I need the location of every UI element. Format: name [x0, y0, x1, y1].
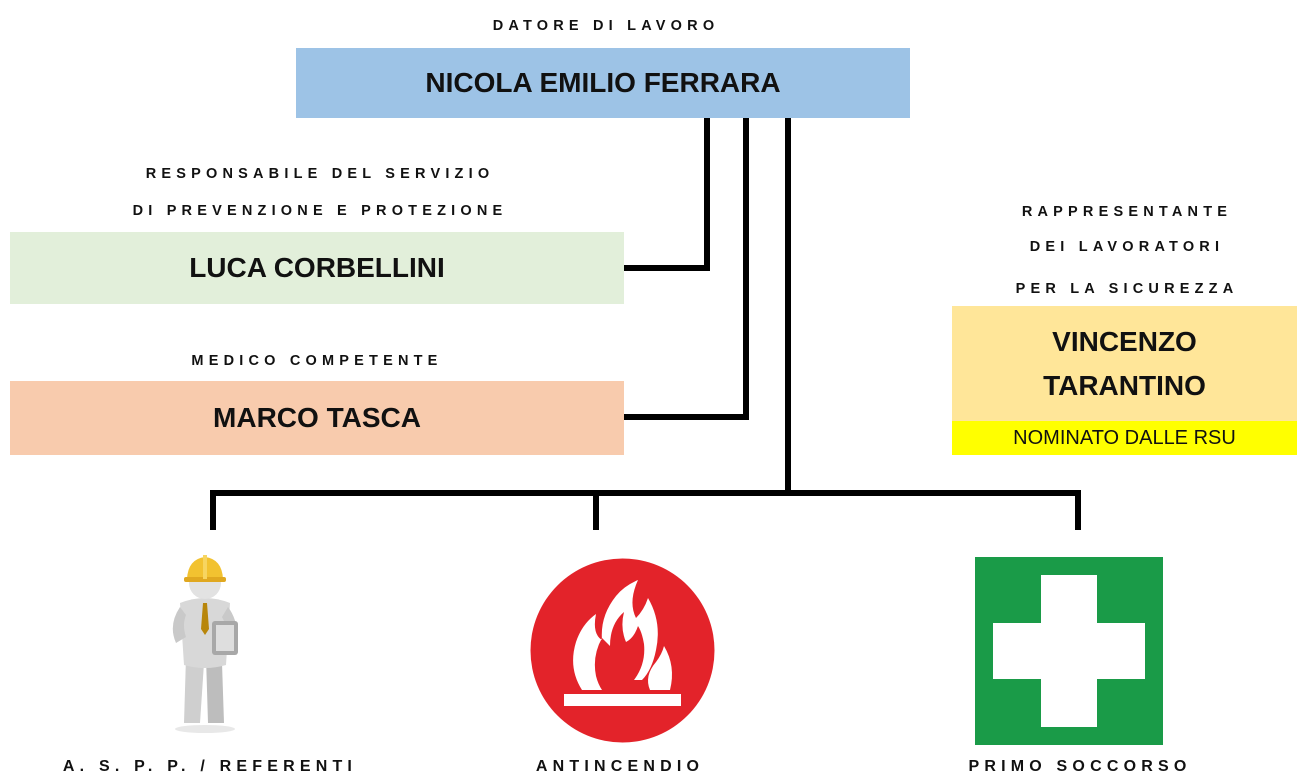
medico-box: MARCO TASCA [10, 381, 624, 455]
connector-branch-horizontal [210, 490, 1081, 496]
branch-label-antincendio: ANTINCENDIO [535, 758, 705, 775]
rls-name-line2: TARANTINO [1043, 369, 1206, 401]
rls-note-text: NOMINATO DALLE RSU [1013, 426, 1236, 449]
rls-label-line1: RAPPRESENTANTE [1021, 204, 1233, 220]
connector-branch-antincendio [593, 490, 599, 530]
rspp-label-line2: DI PREVENZIONE E PROTEZIONE [132, 203, 508, 219]
branch-label-primo-soccorso: PRIMO SOCCORSO [968, 758, 1192, 775]
rspp-box: LUCA CORBELLINI [10, 232, 624, 304]
rls-label-line2: DEI LAVORATORI [1029, 239, 1225, 255]
medico-name: MARCO TASCA [213, 402, 421, 433]
medico-label: MEDICO COMPETENTE [191, 353, 443, 369]
connector-rspp-horizontal [624, 265, 710, 271]
connector-rspp-vertical [704, 118, 710, 270]
connector-medico-horizontal [624, 414, 749, 420]
connector-medico-vertical [743, 118, 749, 420]
rspp-name: LUCA CORBELLINI [189, 252, 445, 283]
worker-helmet-icon [172, 555, 238, 733]
connector-branch-primo-soccorso [1075, 490, 1081, 530]
branch-label-aspp: A. S. P. P. / REFERENTI [62, 758, 358, 775]
first-aid-cross-icon [975, 557, 1163, 745]
rls-box: VINCENZO TARANTINO [952, 306, 1297, 421]
rls-name-line1: VINCENZO [1052, 325, 1197, 357]
fire-icon [530, 558, 715, 743]
rls-note: NOMINATO DALLE RSU [952, 421, 1297, 455]
datore-box: NICOLA EMILIO FERRARA [296, 48, 910, 118]
rspp-label-line1: RESPONSABILE DEL SERVIZIO [145, 166, 495, 182]
rls-label-line3: PER LA SICUREZZA [1015, 281, 1239, 297]
datore-label: DATORE DI LAVORO [492, 18, 720, 34]
connector-branch-aspp [210, 490, 216, 530]
connector-main-vertical [785, 118, 791, 496]
datore-name: NICOLA EMILIO FERRARA [425, 67, 781, 98]
